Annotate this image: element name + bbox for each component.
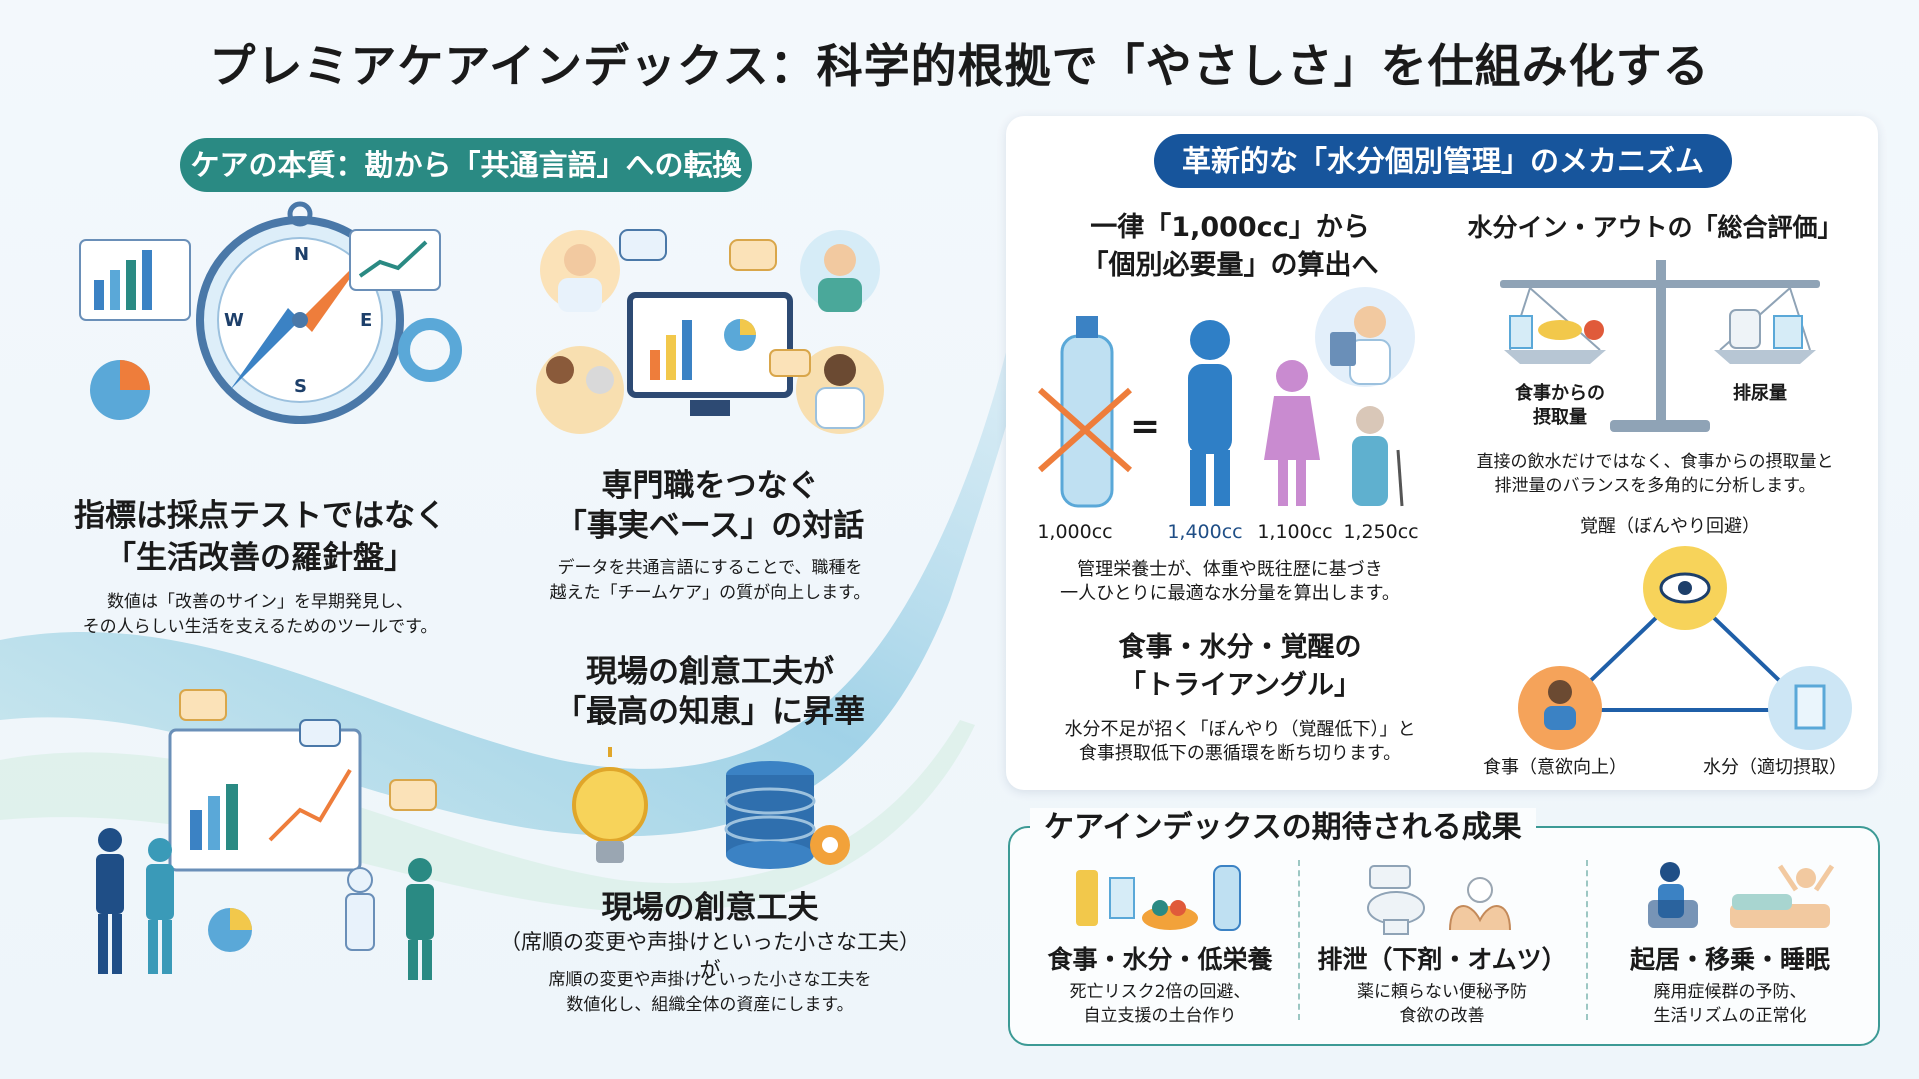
person-1400-icon [1188, 320, 1232, 506]
outcomes-box [1008, 826, 1880, 1046]
soup-icon [1538, 320, 1582, 340]
triangle-body-line2: 食事摂取低下の悪循環を断ち切ります。 [1078, 743, 1402, 764]
outcomes-divider-2 [1586, 860, 1588, 1020]
outcome-1-body-line2: 自立支援の土台作り [1083, 1006, 1237, 1026]
triangle-title-line1: 食事・水分・覚醒の [1118, 632, 1362, 663]
team-dialogue-illustration [536, 229, 884, 434]
outcome-3-body-line1: 廃用症候群の予防、 [1653, 982, 1807, 1002]
mobility-sleep-icons [1648, 862, 1835, 928]
glass-icon [1509, 315, 1533, 349]
person-label-1400: 1,400cc [1167, 521, 1243, 543]
balance-right-label: 排尿量 [1733, 383, 1787, 404]
balance-left-label-line2: 摂取量 [1533, 407, 1587, 428]
block1-body-line1: 数値は「改善のサイン」を早期発見し、 [107, 592, 413, 612]
block2-body-line1: データを共通言語にすることで、職種を [557, 558, 863, 578]
calc-body-line2: 一人ひとりに最適な水分量を算出します。 [1060, 583, 1400, 604]
calc-title-line2: 「個別必要量」の算出へ [1081, 250, 1379, 281]
balance-scale-illustration [1500, 260, 1820, 432]
block3-title-line2: 「最高の知恵」に昇華 [555, 694, 865, 730]
measuring-cup-icon [1773, 315, 1803, 349]
outcome-2-body-line1: 薬に頼らない便秘予防 [1357, 982, 1527, 1002]
block4-body-line2: 数値化し、組織全体の資産にします。 [566, 995, 854, 1015]
compass-n: N [294, 244, 309, 265]
compass-illustration: N E S W [79, 201, 462, 424]
bulb-database-illustration [572, 747, 850, 869]
outcome-3-title: 起居・移乗・睡眠 [1629, 945, 1830, 974]
right-section-pill: 革新的な「水分個別管理」のメカニズム [1154, 134, 1732, 188]
toilet-icon [1729, 309, 1761, 349]
left-section-pill: ケアの本質：勘から「共通言語」への転換 [180, 138, 752, 192]
outcome-1-title: 食事・水分・低栄養 [1047, 945, 1273, 974]
calc-illustration: = [1038, 316, 1404, 508]
triangle-diagram [1518, 546, 1852, 750]
triangle-top-label: 覚醒（ぼんやり回避） [1580, 516, 1760, 537]
person-1250-icon [1352, 406, 1404, 507]
balance-body-line2: 排泄量のバランスを多角的に分析します。 [1494, 476, 1816, 496]
balance-body-line1: 直接の飲水だけではなく、食事からの摂取量と [1476, 452, 1834, 472]
calc-title-line1: 一律「1,000cc」から [1090, 212, 1370, 243]
block4-subtitle: （席順の変更や声掛けといった小さな工夫）が [500, 930, 920, 982]
block2-title-line2: 「事実ベース」の対話 [555, 508, 865, 544]
outcome-1-body-line1: 死亡リスク2倍の回避、 [1069, 982, 1251, 1002]
block1-body-line2: その人らしい生活を支えるためのツールです。 [82, 617, 438, 637]
team-dashboard-illustration [96, 689, 437, 980]
block2-title-line1: 専門職をつなぐ [601, 468, 819, 504]
balance-left-label-line1: 食事からの [1515, 383, 1605, 404]
equals-sign: = [1130, 406, 1160, 447]
person-label-1100: 1,100cc [1257, 521, 1333, 543]
triangle-body-line1: 水分不足が招く「ぼんやり（覚醒低下）」と [1064, 719, 1416, 740]
calc-body-line1: 管理栄養士が、体重や既往歴に基づき [1077, 559, 1383, 580]
balance-title: 水分イン・アウトの「総合評価」 [1467, 213, 1843, 242]
outcome-2-title: 排泄（下剤・オムツ） [1317, 945, 1567, 974]
block2-body-line2: 越えた「チームケア」の質が向上します。 [549, 583, 871, 603]
compass-w: W [224, 310, 244, 331]
water-bottle-icon [1060, 334, 1114, 508]
outcomes-title: ケアインデックスの期待される成果 [1030, 808, 1536, 848]
block3-title-line1: 現場の創意工夫が [586, 654, 834, 690]
outcome-3-body-line2: 生活リズムの正常化 [1653, 1006, 1807, 1026]
block1-title-line1: 指標は採点テストではなく [74, 498, 446, 534]
triangle-left-label: 食事（意欲向上） [1483, 757, 1627, 778]
fruit-icon [1584, 320, 1604, 340]
meal-water-icons [1076, 865, 1241, 931]
triangle-title-line2: 「トライアングル」 [1119, 670, 1361, 701]
person-1100-icon [1264, 360, 1320, 506]
bottle-label: 1,000cc [1037, 521, 1113, 543]
excretion-icons [1367, 865, 1511, 935]
block1-title-line2: 「生活改善の羅針盤」 [105, 540, 415, 576]
water-glass-icon [1794, 684, 1826, 730]
water-management-card [1006, 116, 1878, 790]
block4-body-line1: 席順の変更や声掛けといった小さな工夫を [548, 970, 872, 990]
compass-e: E [360, 310, 372, 331]
nutritionist-icon [1315, 287, 1415, 387]
compass-s: S [294, 376, 307, 397]
page-title: プレミアケアインデックス：科学的根拠で「やさしさ」を仕組み化する [209, 39, 1710, 93]
triangle-right-label: 水分（適切摂取） [1703, 757, 1847, 778]
outcomes-divider-1 [1298, 860, 1300, 1020]
block4-title: 現場の創意工夫 [601, 890, 819, 926]
outcome-2-body-line2: 食欲の改善 [1399, 1006, 1485, 1026]
person-label-1250: 1,250cc [1343, 521, 1419, 543]
